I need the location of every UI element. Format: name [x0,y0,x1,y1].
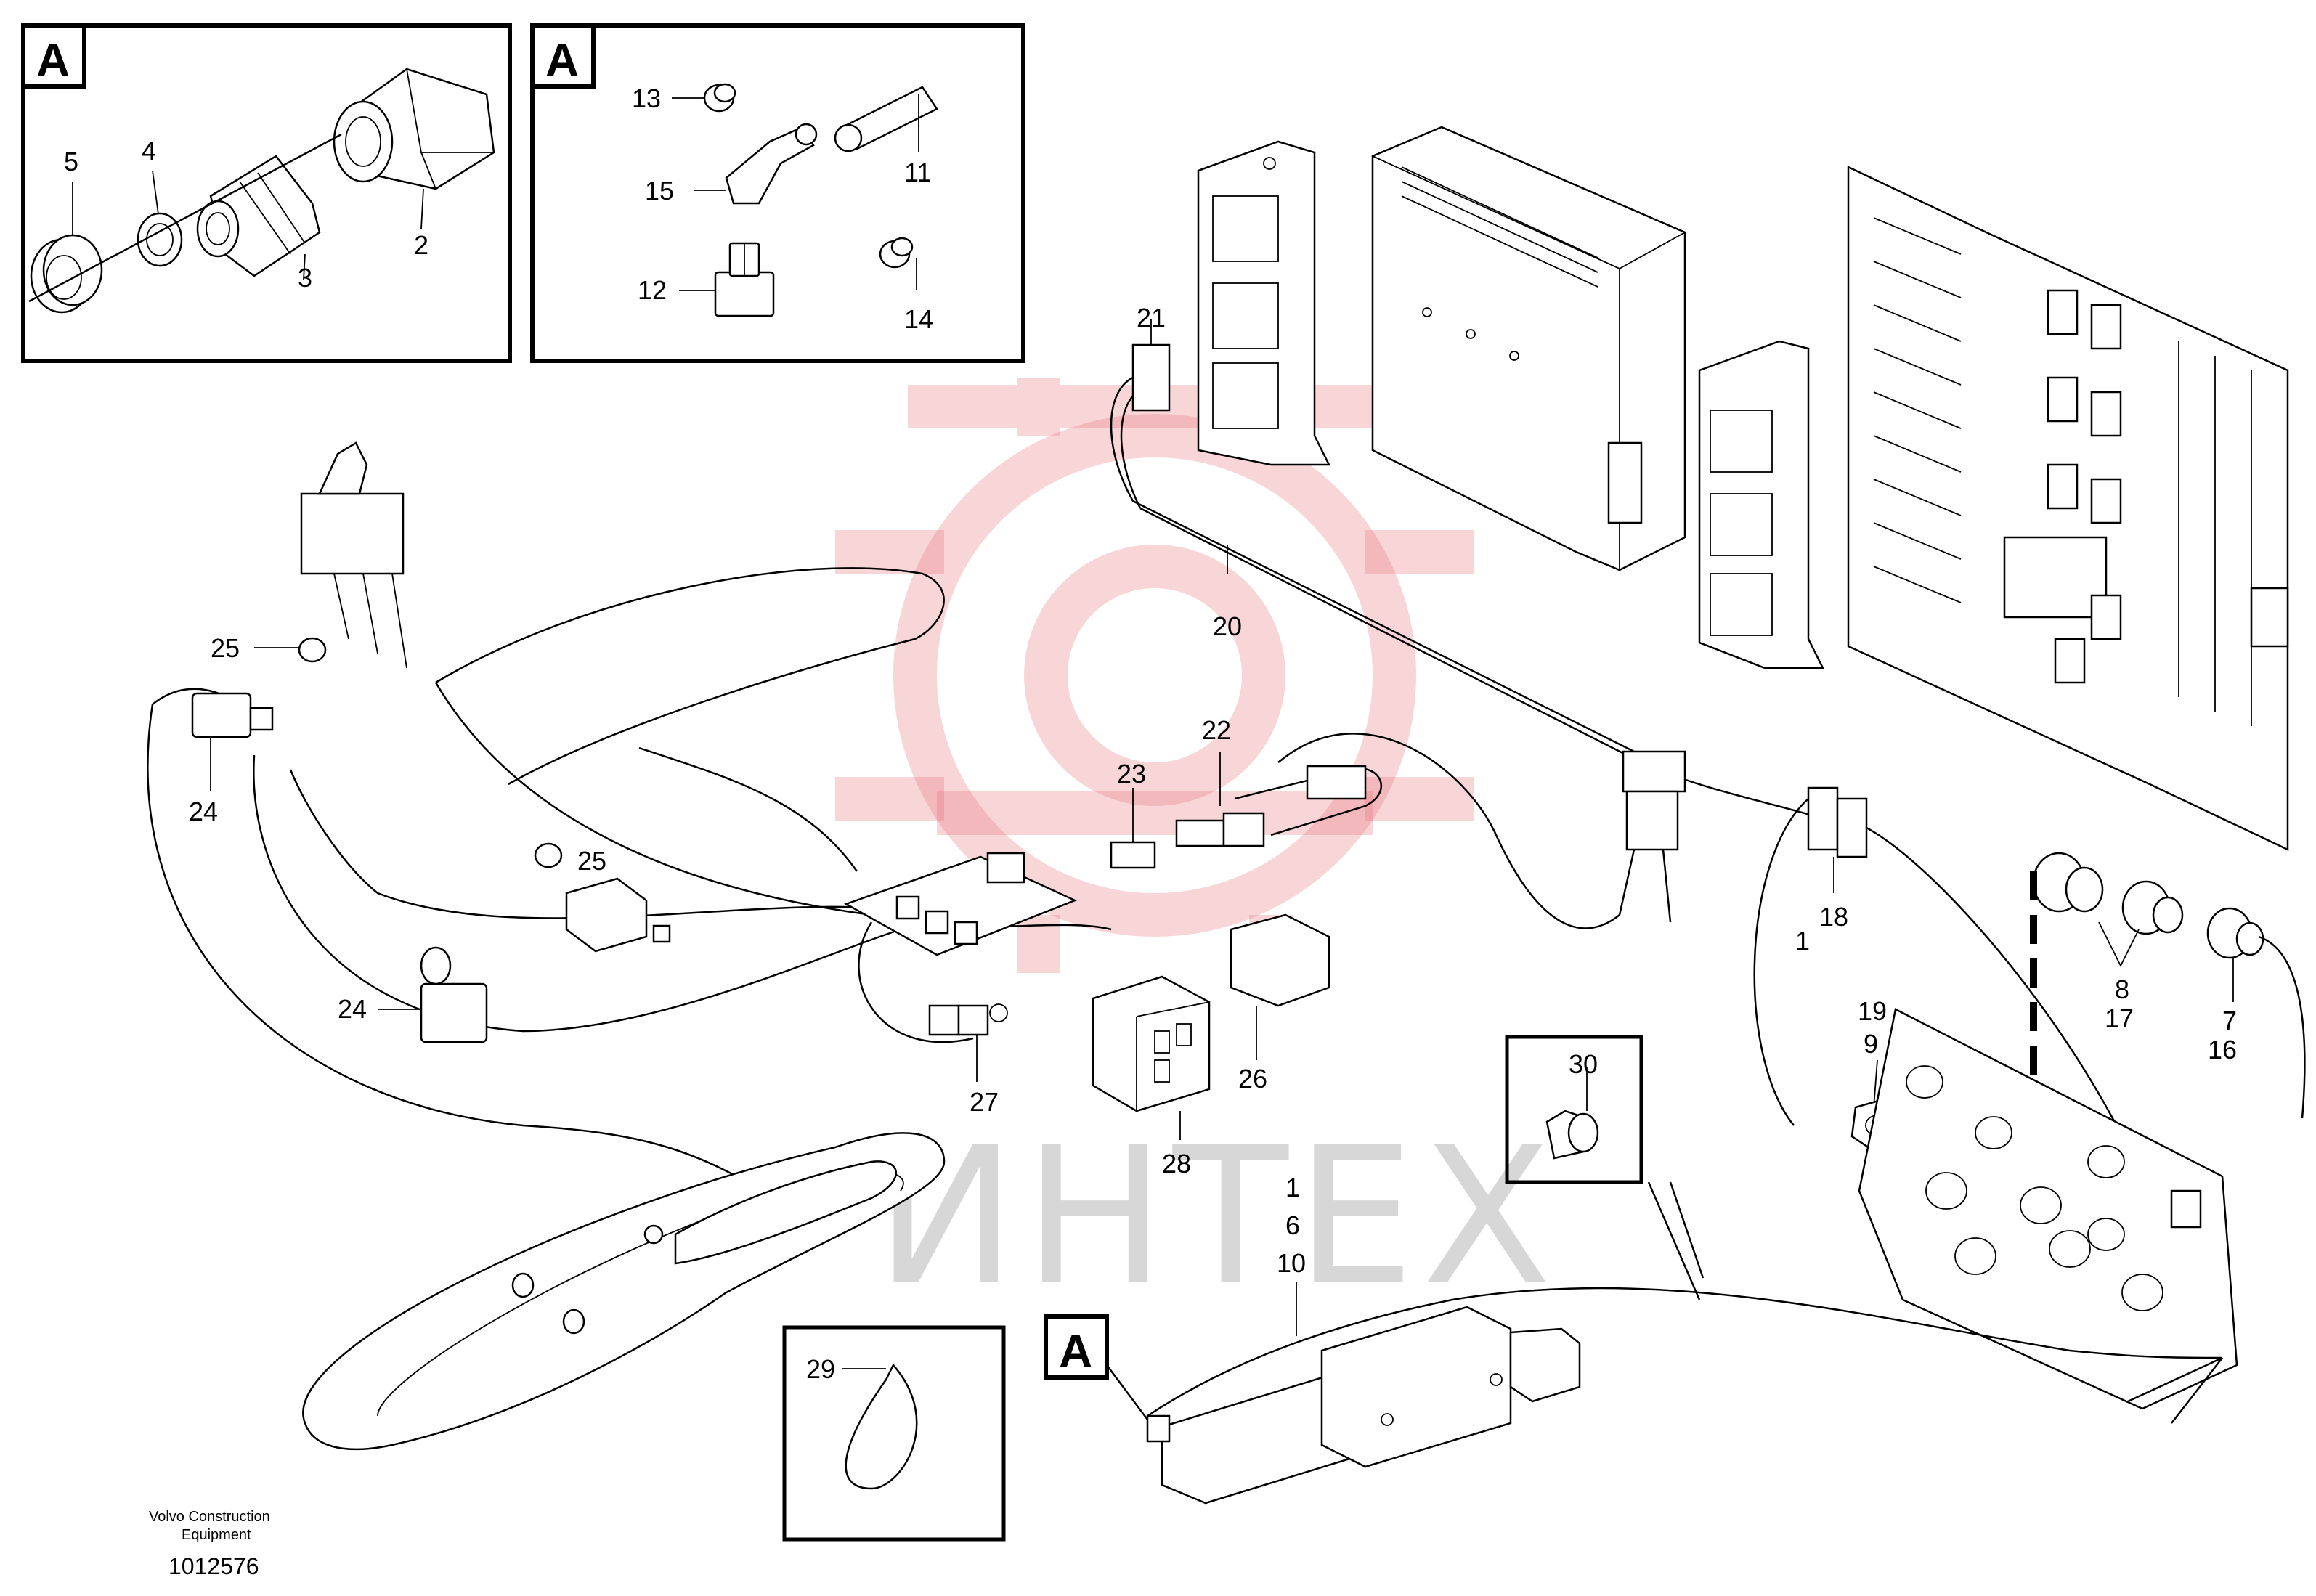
switch-24-lower [378,946,488,1043]
callout-23: 23 [1117,759,1146,789]
watermark-text: ИНТЕХ [875,1107,1559,1327]
hose-part [834,86,938,152]
callout-14: 14 [904,304,933,334]
fuse-box-28 [1092,975,1211,1140]
callout-5: 5 [64,147,78,176]
relay-bracket-right [1698,340,1825,669]
callout-9: 9 [1864,1029,1878,1059]
callout-13: 13 [632,84,661,113]
connector-23 [1110,788,1156,869]
cable-bottom [1147,1287,2223,1417]
circuit-board [1847,166,2289,851]
detail-marker-a-2: A [545,34,579,86]
relay-26 [1230,913,1330,1060]
callout-3: 3 [298,263,312,293]
callout-4: 4 [142,136,156,166]
callout-29: 29 [806,1354,835,1384]
callout-24-lower: 24 [338,994,367,1024]
ecu-module [1371,126,1686,571]
plug-part [703,83,736,113]
detail-box-connector: A [21,23,512,363]
connector-18 [1807,786,1868,893]
socket-part [333,68,495,190]
elbow-part [725,123,818,205]
bottom-module [1146,1306,1581,1505]
callout-30: 30 [1569,1049,1598,1079]
callout-28: 28 [1162,1149,1191,1178]
detail-marker-main: A [1044,1314,1149,1420]
fitting-part [196,155,321,277]
callout-6: 6 [1285,1210,1300,1240]
cap-part [714,242,775,317]
callout-21: 21 [1137,303,1166,333]
main-harness [147,567,1620,1207]
control-panel-plate [1858,1008,2238,1410]
plug-part-2 [879,237,914,269]
callout-25-upper: 25 [211,633,240,663]
detail-box-small-parts: A [530,23,1025,363]
callout-25-lower: 25 [577,846,606,876]
grommet-25-lower [534,842,563,868]
callout-19: 19 [1858,996,1887,1026]
callout-11: 11 [904,158,931,187]
detail-marker-a: A [36,34,70,86]
callout-17: 17 [2105,1003,2134,1033]
harness-junction-block [843,852,1078,956]
rocker-switch [565,877,671,953]
relay-bracket-left [1197,140,1331,466]
detail-box-30 [1505,1035,1705,1300]
floor-tray [302,1132,946,1451]
connector-22 [1175,752,1367,847]
callout-24-upper: 24 [189,797,218,826]
callout-22: 22 [1202,715,1231,745]
callout-2: 2 [414,230,428,260]
cable-glands [2030,852,2306,1119]
multi-pin-connector [1618,750,1686,923]
callout-12: 12 [638,275,667,305]
footer-manufacturer-2: Equipment [182,1527,251,1543]
footer-manufacturer: Volvo Construction [149,1509,270,1525]
callout-1-right: 1 [1795,926,1810,956]
callout-8: 8 [2115,974,2129,1004]
connector-27 [928,1003,1008,1082]
callout-18: 18 [1819,902,1848,932]
toggle-switch [300,441,407,669]
callout-27: 27 [970,1087,999,1117]
callout-20: 20 [1213,611,1242,641]
callout-16: 16 [2208,1035,2237,1064]
cable-1 [1753,798,1809,1126]
detail-box-29 [782,1325,1006,1542]
callout-26: 26 [1238,1064,1267,1094]
footer-drawing-number: 1012576 [168,1553,259,1579]
svg-text:A: A [1059,1325,1092,1377]
callout-10: 10 [1277,1248,1306,1278]
callout-7: 7 [2222,1006,2237,1035]
callout-1-bottom: 1 [1285,1173,1300,1202]
switch-24-upper [191,692,274,791]
grommet-25-upper [254,637,327,663]
callout-15: 15 [645,176,674,205]
nut-part [30,234,103,314]
